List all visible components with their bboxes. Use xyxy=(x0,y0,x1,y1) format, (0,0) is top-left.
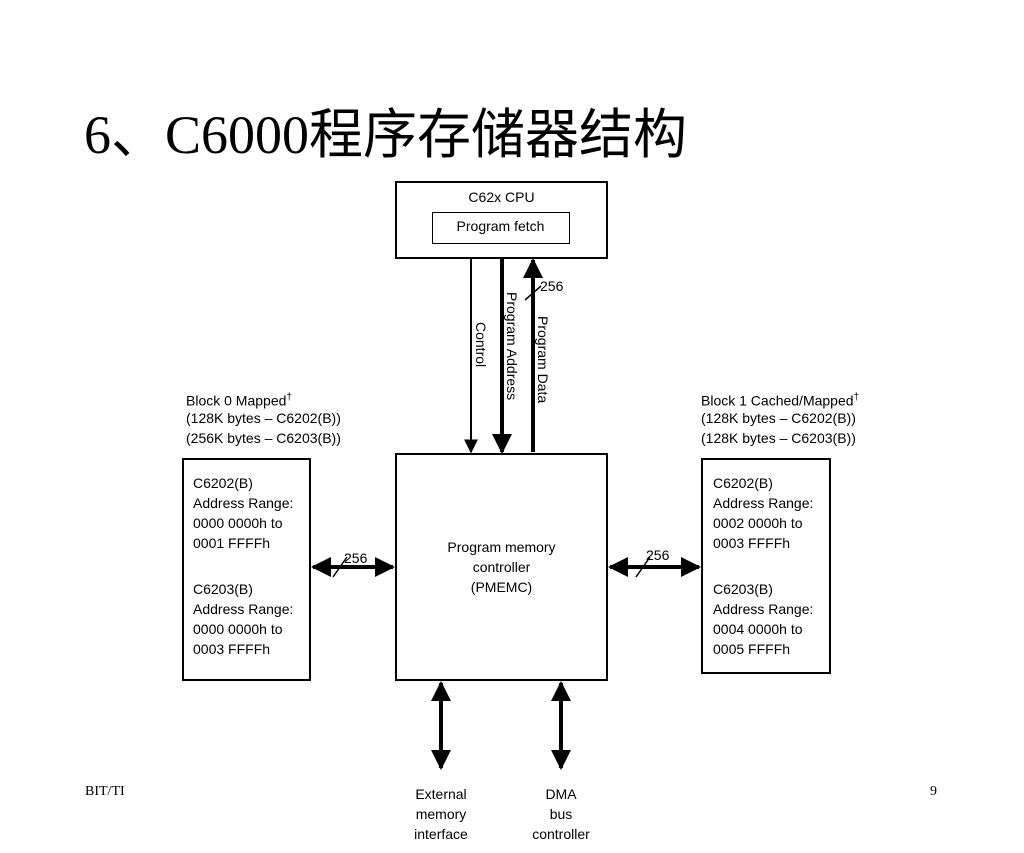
dma-label-1: DMA xyxy=(545,786,577,802)
block0-c6202-line-1: C6202(B) xyxy=(193,475,253,491)
footer-source: BIT/TI xyxy=(85,784,125,799)
program-data-width-slash xyxy=(524,285,542,301)
block0-c6203-line-1: C6203(B) xyxy=(193,581,253,597)
pmemc-line-1: Program memory xyxy=(447,539,556,555)
dma-label-3: controller xyxy=(532,826,590,842)
block0-width-label: 256 xyxy=(344,550,368,566)
block0-heading-text: Block 0 Mapped xyxy=(186,392,287,409)
program-address-bus-label: Program Address xyxy=(504,292,520,401)
block0-size-c6202: (128K bytes – C6202(B)) xyxy=(186,410,341,426)
block1-c6203-line-1: C6203(B) xyxy=(713,581,773,597)
block1-c6202-line-4: 0003 FFFFh xyxy=(713,535,791,551)
block0-heading: Block 0 Mapped† xyxy=(186,388,292,411)
external-memory-label-1: External xyxy=(415,786,467,802)
block1-memory: C6202(B) Address Range: 0002 0000h to 00… xyxy=(701,458,831,674)
block0-c6202-line-2: Address Range: xyxy=(193,495,294,511)
block0-width-slash xyxy=(332,556,348,578)
control-bus-label: Control xyxy=(473,322,489,368)
block0-c6203-line-3: 0000 0000h to xyxy=(193,621,283,637)
pmemc-line-3: (PMEMC) xyxy=(470,579,533,595)
block1-width-label: 256 xyxy=(646,547,670,563)
block1-heading: Block 1 Cached/Mapped† xyxy=(701,388,859,411)
dma-label-2: bus xyxy=(549,806,573,822)
cpu-label: C62x CPU xyxy=(468,189,535,205)
block0-c6203-line-4: 0003 FFFFh xyxy=(193,641,271,657)
program-data-width-label: 256 xyxy=(540,278,564,294)
external-memory-label-2: memory xyxy=(415,806,467,822)
block1-heading-text: Block 1 Cached/Mapped xyxy=(701,392,854,409)
program-fetch-block: Program fetch xyxy=(432,212,570,244)
external-memory-label-3: interface xyxy=(414,826,468,842)
block0-c6202-line-3: 0000 0000h to xyxy=(193,515,283,531)
program-fetch-label: Program fetch xyxy=(456,218,545,234)
block1-size-c6202: (128K bytes – C6202(B)) xyxy=(701,410,856,426)
pmemc-block: Program memory controller (PMEMC) xyxy=(395,453,608,681)
page-number: 9 xyxy=(930,784,937,799)
block0-memory: C6202(B) Address Range: 0000 0000h to 00… xyxy=(182,458,311,681)
block0-size-c6203: (256K bytes – C6203(B)) xyxy=(186,430,341,446)
page-title: 6、C6000程序存储器结构 xyxy=(84,105,688,165)
block0-dagger: † xyxy=(286,392,292,403)
block1-c6203-line-2: Address Range: xyxy=(713,601,814,617)
block1-c6202-line-3: 0002 0000h to xyxy=(713,515,803,531)
block1-c6202-line-2: Address Range: xyxy=(713,495,814,511)
block1-c6203-line-3: 0004 0000h to xyxy=(713,621,803,637)
block1-width-slash xyxy=(635,556,651,578)
cpu-block: C62x CPU Program fetch xyxy=(395,181,608,259)
block1-dagger: † xyxy=(853,392,860,403)
block0-c6203-line-2: Address Range: xyxy=(193,601,294,617)
block0-c6202-line-4: 0001 FFFFh xyxy=(193,535,271,551)
program-data-bus-label: Program Data xyxy=(535,316,551,404)
block1-c6203-line-4: 0005 FFFFh xyxy=(713,641,791,657)
block1-size-c6203: (128K bytes – C6203(B)) xyxy=(701,430,856,446)
pmemc-line-2: controller xyxy=(472,559,531,575)
block1-c6202-line-1: C6202(B) xyxy=(713,475,773,491)
